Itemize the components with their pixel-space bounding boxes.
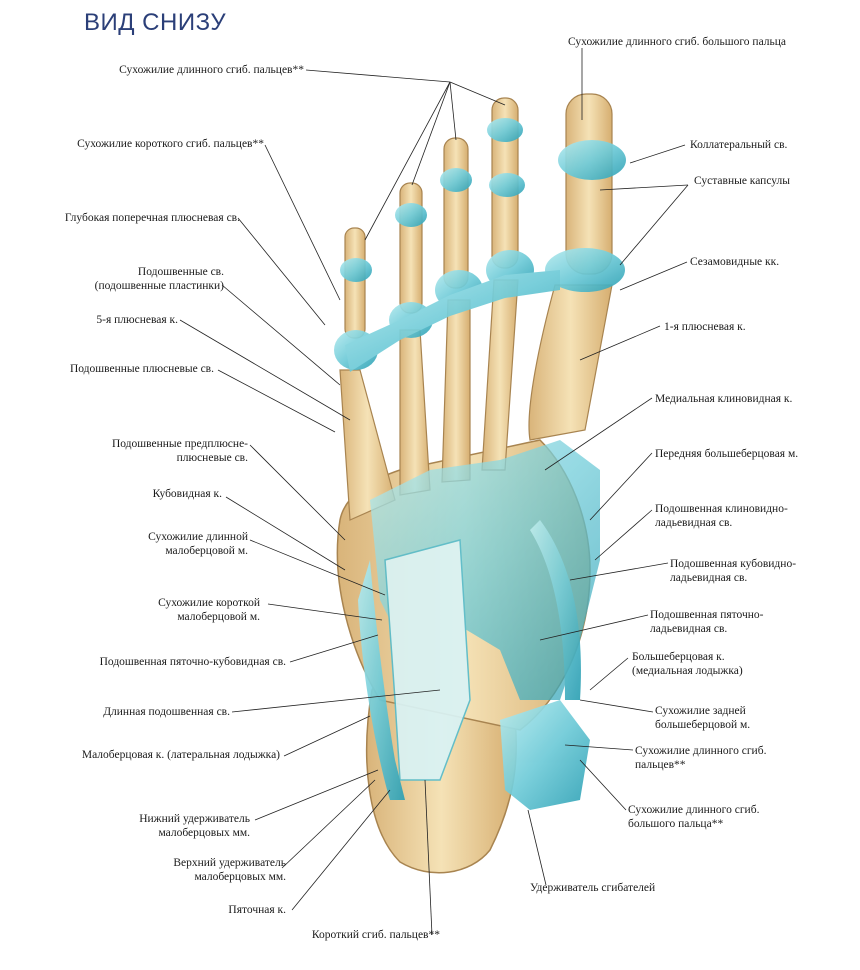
label-1st-metatarsal: 1-я плюсневая к.: [664, 321, 746, 333]
leader-lf17: [424, 779, 433, 936]
label-tibia-medial-malleolus: Большеберцовая к. (медиальная лодыжка): [632, 651, 743, 677]
phalanx-3: [443, 137, 469, 289]
label-plantar-calcaneonavicular-ligament: Подошвенная пяточно- ладьевидная св.: [650, 609, 764, 635]
leader-lf6: [217, 369, 336, 433]
joint-capsule: [340, 258, 372, 282]
leader-rt4: [619, 261, 688, 291]
label-flexor-digitorum-brevis-tendon: Сухожилие короткого сгиб. пальцев**: [77, 138, 264, 150]
transverse-ligament: [345, 270, 560, 372]
label-calcaneus: Пяточная к.: [228, 904, 286, 916]
joint-capsule: [487, 118, 523, 142]
label-flexor-retinaculum: Удерживатель сгибателей: [530, 882, 656, 894]
foot-ligaments: [334, 118, 626, 810]
leader-rt14: [579, 759, 627, 811]
phalanx-4: [399, 182, 423, 314]
phalanx-1: [565, 93, 613, 275]
figure-title: ВИД СНИЗУ: [84, 9, 227, 36]
leader-lf16: [291, 789, 391, 911]
leader-lf3: [237, 217, 326, 326]
metatarsal-1: [528, 284, 613, 441]
joint-capsule: [545, 248, 625, 292]
long-plantar-ligament: [384, 539, 471, 781]
leader-rt9: [569, 562, 669, 581]
leader-lf14: [254, 769, 379, 821]
label-flexor-digitorum-brevis: Короткий сгиб. пальцев**: [311, 929, 440, 941]
label-5th-metatarsal: 5-я плюсневая к.: [96, 314, 178, 326]
label-plantar-calcaneocuboid-ligament: Подошвенная пяточно-кубовидная св.: [99, 656, 286, 668]
label-sesamoid-bones: Сезамовидные кк.: [690, 256, 780, 268]
metatarsal-4: [399, 329, 431, 496]
leader-rt15: [527, 809, 547, 886]
label-medial-cuneiform: Медиальная клиновидная к.: [655, 393, 793, 405]
metatarsal-3: [441, 299, 471, 483]
label-flexor-digitorum-longus-tendon-medial: Сухожилие длинного сгиб. пальцев**: [635, 745, 767, 771]
leader-lf1b: [364, 81, 451, 241]
label-flexor-digitorum-longus-tendon: Сухожилие длинного сгиб. пальцев**: [119, 64, 304, 76]
leader-rt3: [599, 184, 689, 191]
leader-rt2: [629, 144, 686, 164]
label-peroneus-brevis-tendon: Сухожилие короткой малоберцовой м.: [158, 597, 260, 623]
label-collateral-ligament: Коллатеральный св.: [690, 139, 788, 151]
leader-lf1d: [449, 81, 457, 141]
leader-rt8: [594, 509, 653, 561]
label-plantar-cuboideonavicular-ligament: Подошвенная кубовидно- ладьевидная св.: [670, 558, 797, 584]
label-superior-peroneal-retinaculum: Верхний удерживатель малоберцовых мм.: [173, 857, 286, 883]
label-deep-transverse-metatarsal-lig: Глубокая поперечная плюсневая св.: [64, 212, 240, 224]
joint-capsule: [440, 168, 472, 192]
label-plantar-metatarsal-ligaments: Подошвенные плюсневые св.: [69, 363, 214, 375]
label-long-plantar-ligament: Длинная подошвенная св.: [103, 706, 230, 718]
label-plantar-tarsometatarsal-ligaments: Подошвенные предплюсне- плюсневые св.: [111, 438, 248, 464]
joint-capsule: [489, 173, 525, 197]
phalanx-5: [344, 227, 366, 339]
metatarsal-2: [481, 279, 519, 471]
leader-lf9: [249, 539, 386, 596]
label-fibula-lateral-malleolus: Малоберцовая к. (латеральная лодыжка): [81, 749, 280, 761]
flexor-retinaculum: [500, 700, 590, 810]
joint-capsule: [558, 140, 626, 180]
leader-rt10: [539, 614, 649, 641]
leader-rt11: [589, 657, 629, 691]
label-cuboid-bone: Кубовидная к.: [152, 488, 222, 500]
leader-lf5: [179, 319, 351, 421]
leader-lf10: [267, 603, 383, 621]
peroneal-tendons: [358, 560, 405, 800]
leader-lf7: [249, 444, 346, 541]
leader-lf2: [264, 144, 341, 301]
leader-rt7: [589, 452, 653, 521]
leader-lf4: [221, 284, 341, 386]
leader-rt13: [564, 744, 634, 751]
label-plantar-cuneonavicular-ligament: Подошвенная клиновидно- ладьевидная св.: [655, 503, 788, 529]
label-peroneus-longus-tendon: Сухожилие длинной малоберцовой м.: [148, 531, 248, 557]
label-plantar-ligaments: Подошвенные св. (подошвенные пластинки): [94, 266, 224, 292]
leader-rt5: [579, 325, 661, 361]
label-tibialis-anterior: Передняя большеберцовая м.: [655, 448, 799, 460]
leader-lf1: [305, 69, 451, 83]
label-tibialis-posterior-tendon: Сухожилие задней большеберцовой м.: [655, 705, 751, 731]
leader-lf12: [231, 689, 441, 713]
label-flexor-hallucis-longus-tendon: Сухожилие длинного сгиб. большого пальца: [568, 36, 787, 48]
leader-lines: [179, 48, 689, 936]
leader-lf1e: [449, 81, 506, 106]
joint-capsule: [395, 203, 427, 227]
tarsal-ligaments: [370, 440, 600, 700]
leader-lf1c: [411, 81, 451, 186]
leader-rt12: [579, 699, 654, 713]
label-joint-capsules: Суставные капсулы: [694, 175, 790, 187]
leader-rt3b: [619, 184, 689, 266]
leader-lf8: [225, 496, 346, 571]
label-flexor-hallucis-longus-tendon-medial: Сухожилие длинного сгиб. большого пальца…: [628, 804, 760, 830]
leader-rt6: [544, 397, 653, 471]
medial-tendons: [530, 520, 581, 700]
leader-lf11: [289, 634, 379, 663]
leader-lf15: [281, 779, 376, 869]
leader-lf13: [283, 715, 371, 757]
label-inferior-peroneal-retinaculum: Нижний удерживатель малоберцовых мм.: [139, 813, 250, 839]
